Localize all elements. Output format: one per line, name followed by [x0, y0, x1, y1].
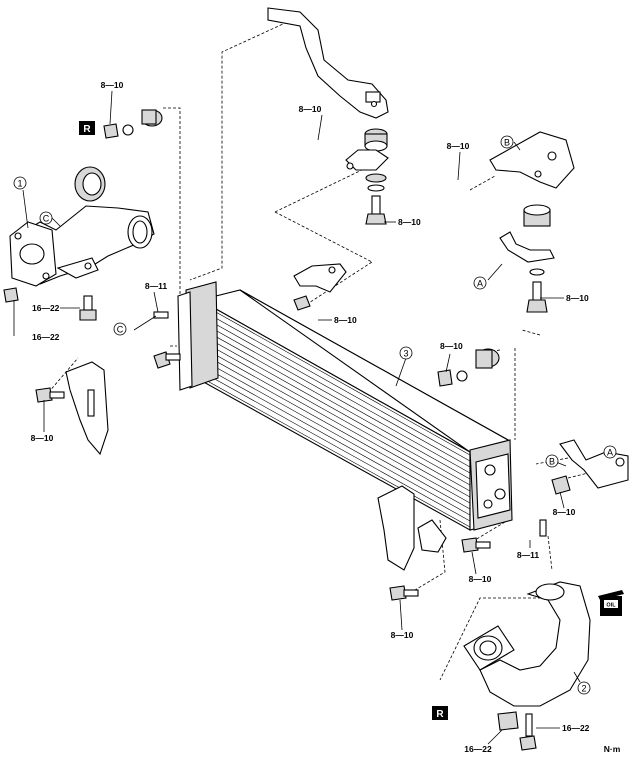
intercooler-core	[177, 281, 513, 531]
core-fin-line	[199, 321, 471, 474]
right-mount-bracket	[489, 131, 575, 313]
right-bushing	[437, 348, 500, 387]
torque-label: 8—10	[553, 507, 576, 517]
replace-mark-upper: R	[79, 121, 95, 135]
lower-right-bracket	[551, 439, 629, 495]
callout-2: 2	[577, 681, 591, 695]
torque-label: 8—10	[299, 104, 322, 114]
core-fin-line	[199, 358, 471, 510]
inlet-duct	[9, 205, 155, 287]
unit-label: N·m	[604, 744, 621, 754]
left-air-guide	[65, 361, 109, 456]
core-fin-line	[199, 333, 471, 486]
oil-can-icon: OIL	[598, 590, 624, 616]
torque-label: 16—22	[32, 303, 60, 313]
center-mount-bracket	[293, 263, 347, 311]
torque-label: 8—10	[447, 141, 470, 151]
core-fin-line	[199, 345, 471, 498]
callout-c-stud: C	[113, 322, 127, 336]
inlet-seal-ring	[74, 166, 106, 202]
leader-lines	[13, 90, 611, 745]
outlet-duct	[463, 581, 591, 751]
callout-c-stud-label: C	[117, 325, 124, 335]
upper-left-bushing	[103, 109, 163, 139]
replace-mark-lower: R	[432, 706, 448, 720]
callout-b-upper-label: B	[504, 138, 510, 148]
callout-2-label: 2	[581, 684, 586, 694]
torque-label: 16—22	[562, 723, 590, 733]
core-fin-line	[199, 339, 471, 492]
callout-a-lower: A	[473, 276, 487, 290]
lower-air-guide	[377, 485, 547, 601]
callout-b-right: B	[545, 454, 559, 468]
core-fin-line	[199, 302, 471, 456]
torque-label: 8—10	[398, 217, 421, 227]
torque-labels: 8—10 8—10 8—10 8—10 8—10 8—10 8—10 8—10 …	[31, 80, 590, 754]
core-fin-line	[199, 364, 471, 516]
upper-mount-bracket	[267, 7, 389, 119]
callout-3: 3	[399, 346, 413, 360]
core-fin-line	[199, 327, 471, 480]
torque-label: 8—10	[391, 630, 414, 640]
core-fin-line	[199, 370, 471, 522]
torque-label: 8—10	[334, 315, 357, 325]
torque-label: 8—10	[31, 433, 54, 443]
torque-label: 16—22	[32, 332, 60, 342]
core-fin-line	[199, 352, 471, 504]
oil-can-label: OIL	[606, 603, 616, 609]
torque-label: 8—10	[101, 80, 124, 90]
left-side-bolts	[3, 287, 181, 403]
core-fin-line	[199, 315, 471, 468]
callout-1: 1	[13, 176, 27, 190]
upper-mount-insulator	[345, 128, 389, 225]
torque-label: 16—22	[464, 744, 492, 754]
callout-a-right: A	[603, 445, 617, 459]
callout-c-duct: C	[39, 211, 53, 225]
torque-label: 8—10	[440, 341, 463, 351]
callout-c-duct-label: C	[43, 214, 50, 224]
callout-b-upper: B	[500, 135, 514, 149]
core-fin-line	[199, 308, 471, 462]
callout-b-right-label: B	[549, 457, 555, 467]
torque-label: 8—10	[469, 574, 492, 584]
callout-a-right-label: A	[607, 448, 613, 458]
torque-label: 8—10	[566, 293, 589, 303]
torque-label: 8—11	[517, 550, 539, 560]
callout-a-lower-label: A	[477, 279, 483, 289]
callout-1-label: 1	[17, 179, 22, 189]
core-fin-line	[199, 376, 471, 528]
replace-mark-lower-label: R	[436, 709, 444, 720]
torque-label: 8—11	[145, 281, 167, 291]
callout-3-label: 3	[403, 349, 408, 359]
replace-mark-upper-label: R	[83, 124, 91, 135]
